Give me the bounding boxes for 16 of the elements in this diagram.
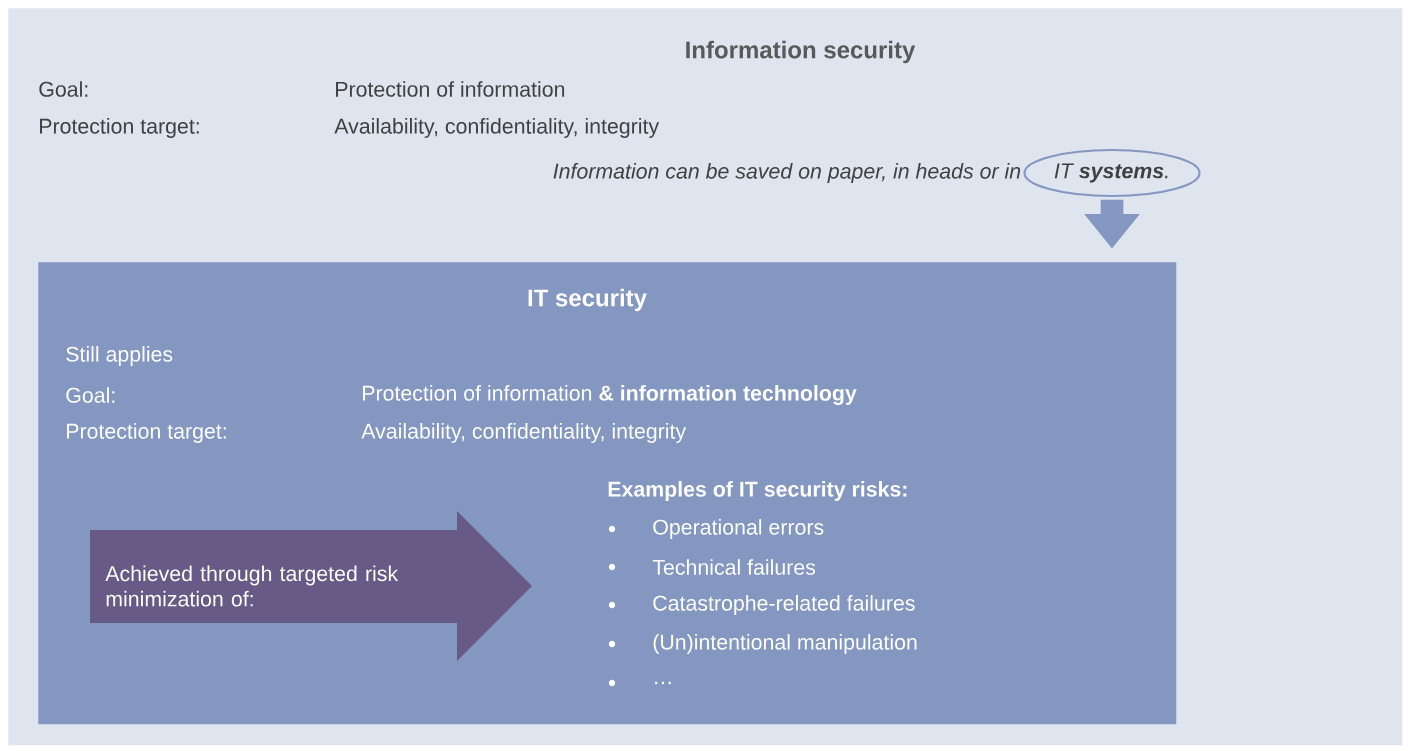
field-label: Protection target: (40, 118, 199, 138)
field-label: Protection target: (67, 423, 226, 443)
field-value: Protection of information (336, 81, 565, 97)
note-text: Still applies (66, 346, 173, 366)
list-item: (Un)intentional manipulation (653, 634, 917, 654)
field-value: Availability, confidentiality, integrity (334, 118, 660, 138)
field-label: Goal: (39, 81, 88, 97)
list-heading: Examples of IT security risks: (608, 481, 907, 501)
field-value: Availability, confidentiality, integrity (361, 423, 687, 443)
field-label: Goal: (66, 387, 115, 403)
list-item: Operational errors (653, 519, 824, 539)
note-text: Information can be saved on paper, in heads or in (553, 163, 1021, 183)
list-item: Catastrophe-related failures (653, 595, 915, 615)
list-item: … (655, 681, 671, 685)
field-value: Protection of information & information technology (363, 385, 857, 405)
list-item: Technical failures (652, 559, 816, 575)
